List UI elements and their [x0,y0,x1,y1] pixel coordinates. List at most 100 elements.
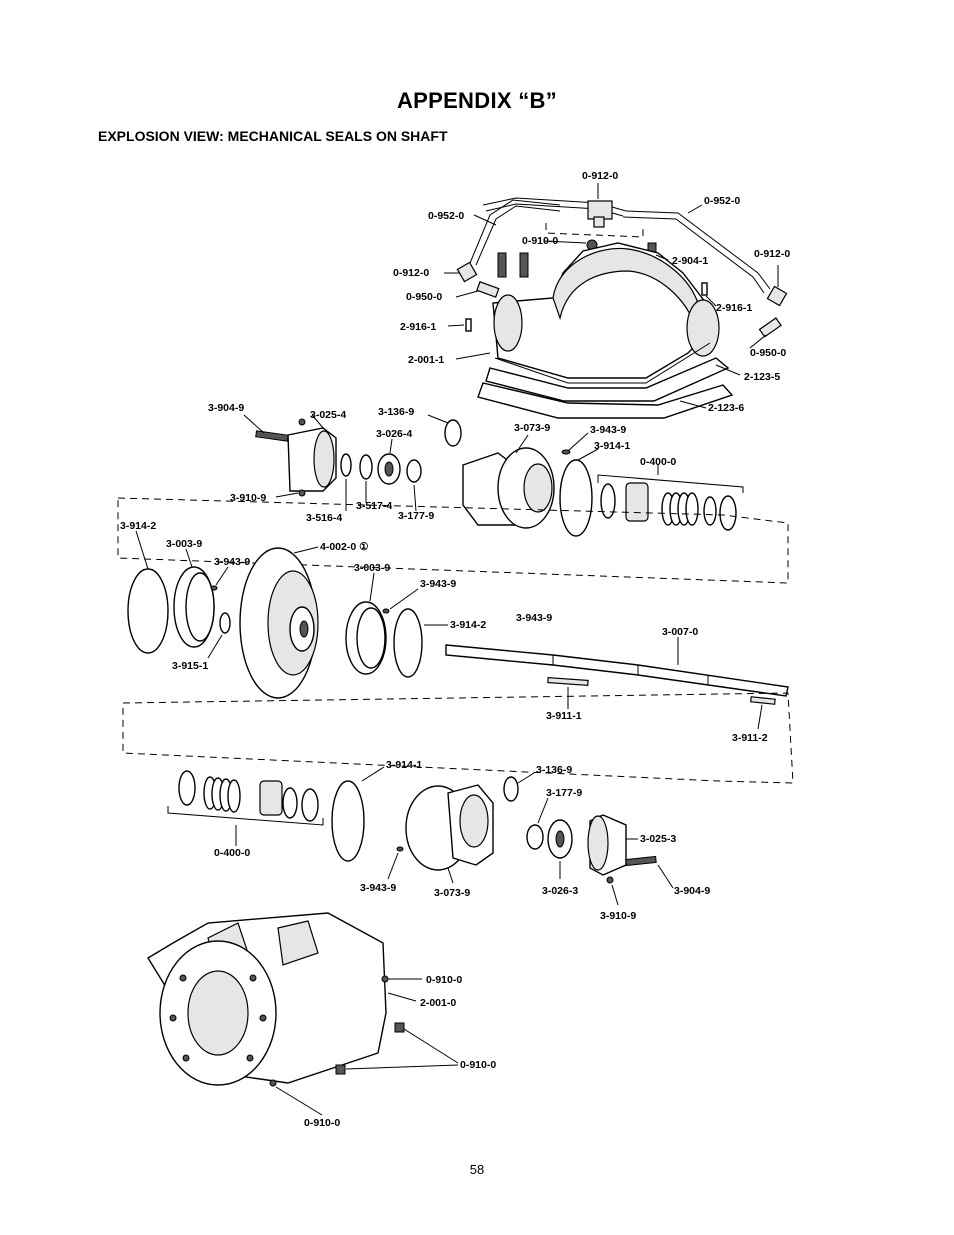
leader-9 [447,324,465,327]
plug-3-910-9-bottom-2 [606,876,614,884]
part-label: 0-912-0 [582,170,618,182]
part-label: 0-910-0 [426,974,462,986]
leader-19 [515,434,529,454]
leader-35 [207,634,223,659]
oring-3-914-1-bottom [331,780,365,862]
spring-coil-4 [685,492,699,526]
leader-lines [135,183,779,1116]
flange-hole-4 [259,1014,267,1022]
tube-left [469,199,561,264]
leader-40 [537,797,549,824]
leader-52 [275,1086,323,1116]
seal-washer [703,496,717,526]
tee-stem [593,216,605,228]
housing-3-073-9-face [523,463,553,513]
flange-hole-6 [246,1054,254,1062]
part-label: 0-952-0 [704,195,740,207]
leader-32 [389,588,419,610]
part-label: 3-177-9 [546,787,582,799]
leader-11 [455,352,491,360]
part-label: 3-136-9 [536,764,572,776]
pin-3-943-9-left [210,585,218,591]
part-label: 3-177-9 [398,510,434,522]
ring-3-517-4 [359,454,373,480]
part-label: 3-943-9 [590,424,626,436]
oring-3-914-1-top [559,459,593,537]
part-label: 2-904-1 [672,255,708,267]
leader-21 [577,448,599,461]
part-label: 2-001-0 [420,997,456,1009]
part-label: 3-904-9 [208,402,244,414]
part-label: 0-400-0 [214,847,250,859]
part-label: 3-904-9 [674,885,710,897]
impeller-4-002-0-bore [299,620,309,638]
seal-sleeve-2 [259,780,283,816]
spring-coil-8 [227,779,241,813]
bracket-0-400-0-top [597,474,744,493]
leader-31 [369,572,375,602]
leader-26 [413,484,417,512]
part-label: 2-916-1 [716,302,752,314]
plug-0-910-0-d [269,1079,277,1087]
part-label: 3-914-1 [594,440,630,452]
wear-ring-3-003-9-left-inner [185,572,215,642]
seal-face-1 [600,483,616,519]
part-label: 3-025-3 [640,833,676,845]
wear-ring-3-003-9-right-inner [356,607,386,669]
part-label: 0-912-0 [393,267,429,279]
oring-3-914-2-left [127,568,169,654]
ring-3-177-9-bottom [526,824,544,850]
leader-20 [567,432,589,452]
leader-17 [427,414,449,424]
bolt-2 [519,252,529,278]
seal-face-4 [282,787,298,819]
leader-51 [345,1064,459,1070]
leader-6 [655,254,669,261]
flange-holes [169,974,267,1062]
leader-44 [447,867,454,884]
leader-50 [403,1028,459,1064]
leader-28 [293,546,319,554]
part-label: 0-910-0 [522,235,558,247]
screw-3-904-9-bottom [625,855,657,867]
tube-right [625,210,771,290]
flange-hole-2 [249,974,257,982]
leader-12 [749,334,767,349]
part-label: 3-003-9 [166,538,202,550]
pin-left [465,318,472,332]
part-label: 3-073-9 [514,422,550,434]
flange-hole-5 [182,1054,190,1062]
cover-3-025-4-face [313,430,335,488]
part-label: 3-911-2 [732,732,768,744]
leader-14 [679,400,707,409]
ring-3-915-1 [219,612,231,634]
bracket-0-400-0-bottom [167,806,324,826]
part-labels: 0-912-0 0-952-0 0-952-0 0-910-0 0-912-0 … [120,170,790,1129]
bearing-3-026-3-bore [555,830,565,848]
leader-2 [473,214,497,226]
part-label: 3-073-9 [434,887,470,899]
key-3-911-1 [547,676,589,687]
part-label: 3-915-1 [172,660,208,672]
gasket-2-123-5 [485,357,730,402]
leader-16 [311,414,325,430]
part-label: 0-400-0 [640,456,676,468]
cover-3-025-3-face [587,815,609,871]
seal-face-5 [301,788,319,822]
plug-0-910-0-a [394,1022,405,1033]
upper-seal-row [255,418,744,537]
plug-3-910-9-bottom [298,489,306,497]
part-label: 3-943-9 [214,556,250,568]
part-label: 3-914-2 [450,619,486,631]
ring-3-177-9 [406,459,422,483]
housing-3-073-9-bottom-face [459,794,489,848]
leader-30 [215,566,229,586]
leader-29 [185,548,193,568]
seal-sleeve [625,482,649,522]
part-label: 3-517-4 [356,500,392,512]
part-label: 3-136-9 [378,406,414,418]
leader-10 [705,295,717,307]
part-label: 3-914-2 [120,520,156,532]
seal-face-3 [178,770,196,806]
plug-0-910-0-c [381,975,389,983]
